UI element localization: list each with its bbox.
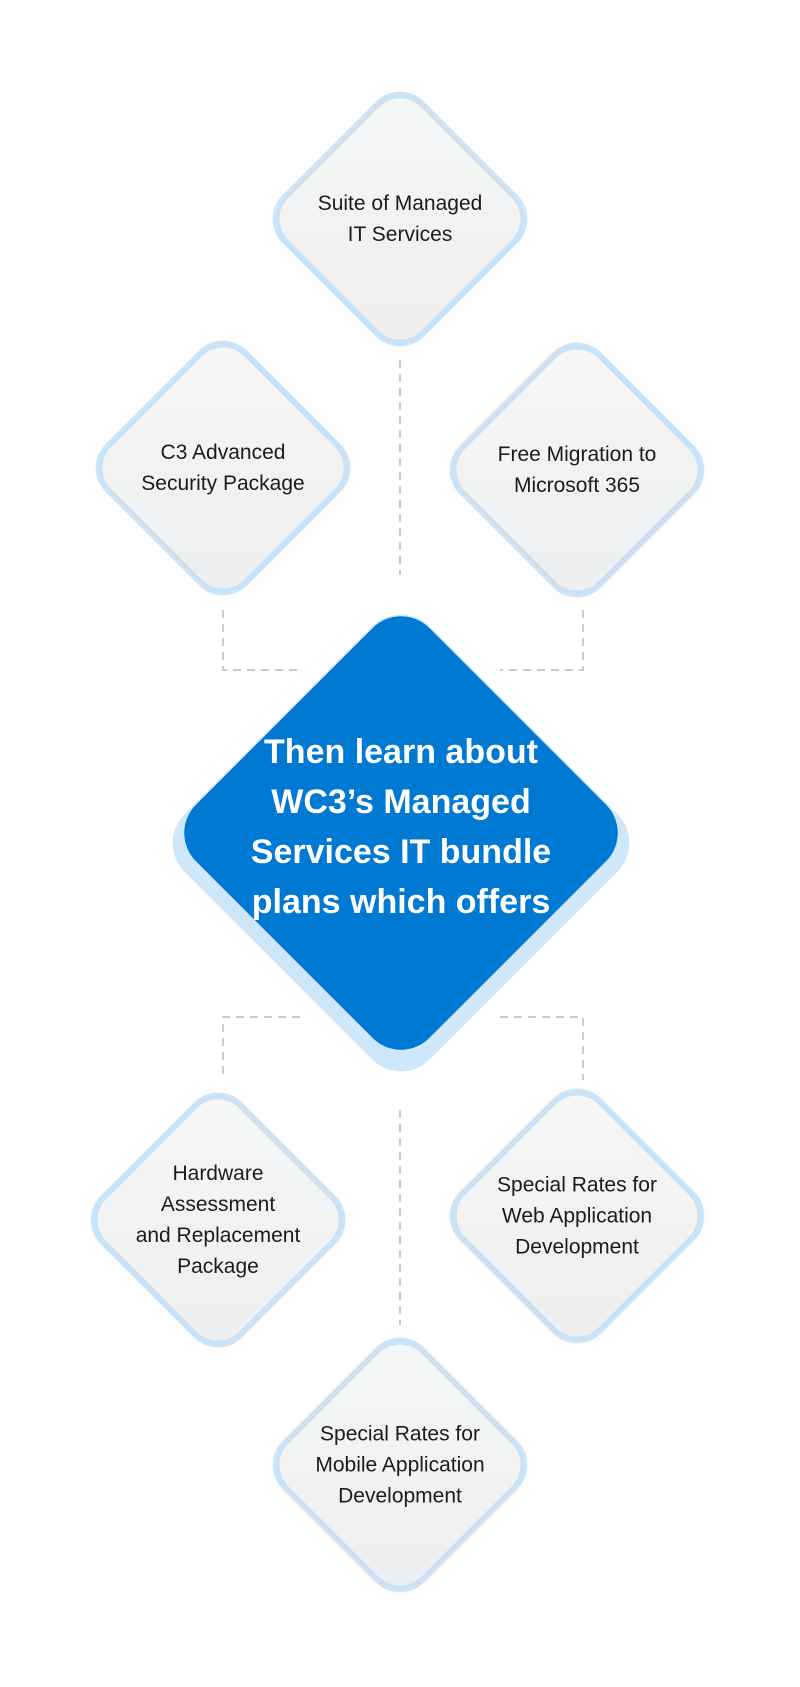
center-diamond: Then learn about WC3’s Managed Services … — [140, 597, 662, 1088]
center-label: Then learn about WC3’s Managed Services … — [250, 732, 552, 921]
node-web-app-rates: Special Rates for Web Application Develo… — [435, 1074, 719, 1358]
node-label: Special Rates for Web Application Develo… — [497, 1173, 657, 1259]
node-label: Suite of Managed IT Services — [317, 192, 483, 246]
node-label: C3 Advanced Security Package — [141, 441, 305, 495]
node-label: Special Rates for Mobile Application Dev… — [315, 1422, 485, 1508]
node-label: Hardware Assessment and Replacement Pack… — [135, 1162, 301, 1278]
node-security-package: C3 Advanced Security Package — [81, 326, 365, 610]
node-hardware-assessment: Hardware Assessment and Replacement Pack… — [76, 1078, 360, 1362]
node-suite-managed-it: Suite of Managed IT Services — [258, 77, 542, 361]
node-mobile-app-rates: Special Rates for Mobile Application Dev… — [258, 1323, 542, 1607]
node-microsoft-migration: Free Migration to Microsoft 365 — [435, 328, 719, 612]
node-label: Free Migration to Microsoft 365 — [497, 443, 657, 497]
